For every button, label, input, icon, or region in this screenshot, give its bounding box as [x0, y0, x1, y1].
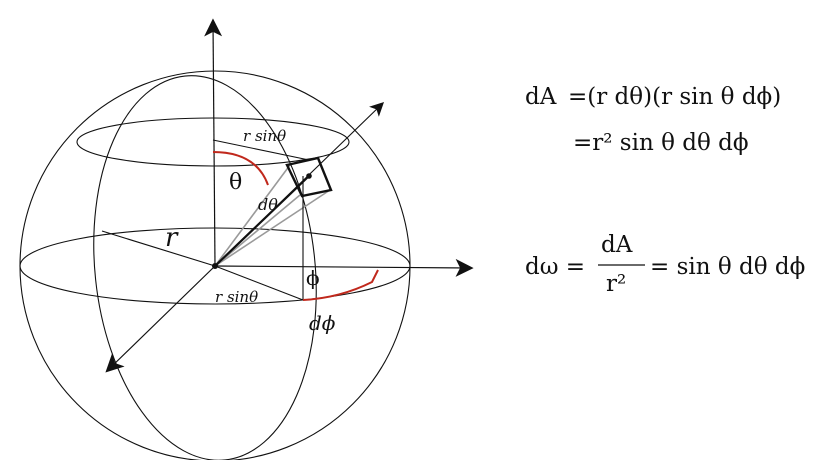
dA-rhs-line1: =(r dθ)(r sin θ dϕ) — [568, 84, 781, 110]
r-sin-theta-bottom-label: r sinθ — [215, 288, 258, 306]
r-sin-theta-top-label: r sinθ — [243, 127, 286, 145]
patch-center-dot — [306, 173, 312, 179]
dA-lhs: dA — [525, 84, 557, 110]
dA-rhs-line2: =r² sin θ dθ dϕ — [573, 130, 749, 156]
domega-denominator: r² — [606, 271, 626, 297]
equator-projection-line — [214, 265, 304, 301]
domega-numerator: dA — [601, 232, 633, 258]
d-phi-label: dϕ — [309, 311, 336, 335]
solid-angle-equation: dω = dA r² = sin θ dθ dϕ — [525, 232, 805, 297]
latitude-circle — [76, 117, 350, 167]
d-theta-label: dθ — [258, 195, 278, 214]
origin-dot — [212, 263, 218, 269]
phi-arc — [302, 269, 379, 301]
radius-line — [101, 230, 216, 267]
area-element-equation: dA =(r dθ)(r sin θ dϕ) =r² sin θ dθ dϕ — [525, 84, 781, 156]
theta-label: θ — [229, 170, 242, 195]
z-axis-arrow — [204, 18, 223, 267]
r-sin-theta-top-line — [212, 139, 310, 161]
phi-label: ϕ — [306, 266, 320, 290]
meridian-ellipse — [93, 75, 317, 460]
domega-lhs: dω = — [525, 254, 585, 280]
domega-rhs: = sin θ dθ dϕ — [650, 254, 805, 280]
main-ray — [214, 175, 310, 267]
area-patch — [285, 156, 333, 198]
x-axis-arrow — [214, 258, 474, 277]
r-label: r — [165, 223, 179, 253]
theta-arc — [212, 151, 269, 186]
y-axis-arrow — [105, 265, 216, 373]
patch-rays — [214, 164, 331, 267]
